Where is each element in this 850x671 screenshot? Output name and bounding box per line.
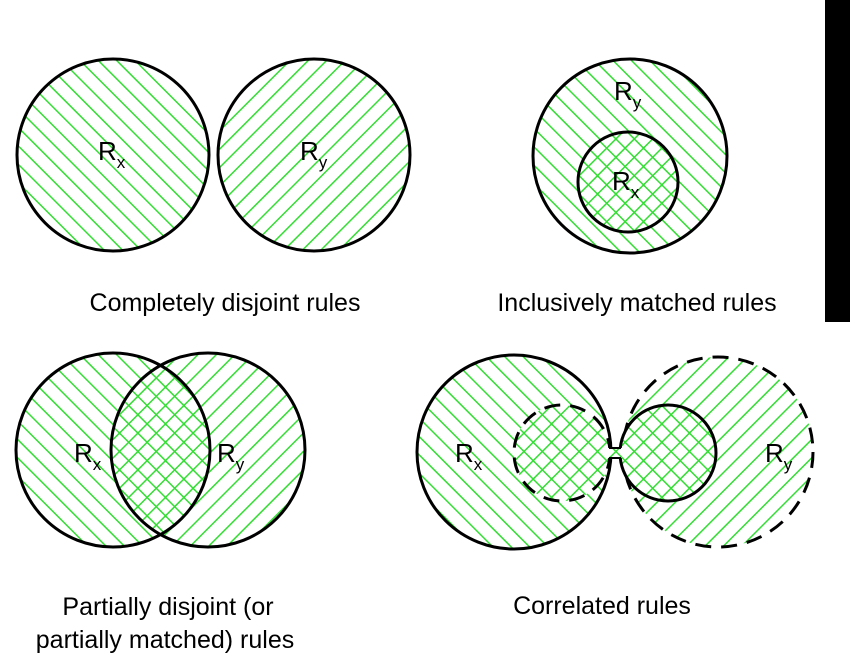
side-bar — [825, 0, 850, 322]
panel-correlated: Rx Ry Correlated rules — [415, 353, 815, 620]
panel-partially-disjoint: Rx Ry Partially disjoint (or partially m… — [14, 351, 307, 654]
caption-line-1: Partially disjoint (or — [62, 593, 273, 621]
rule-y-circle — [216, 57, 412, 253]
rule-y-correlated-subset — [618, 403, 718, 503]
rule-x-circle — [576, 130, 680, 234]
ry-label: Ry — [217, 438, 245, 474]
rx-label: Rx — [74, 438, 102, 474]
ry-label: Ry — [614, 76, 642, 112]
rule-x-circle — [14, 351, 212, 549]
rx-label: Rx — [455, 438, 483, 474]
rule-x-correlated-subset — [512, 403, 612, 503]
caption: Inclusively matched rules — [497, 289, 776, 317]
rule-x-circle — [15, 57, 211, 253]
rule-y-circle — [109, 351, 307, 549]
rx-label: Rx — [98, 136, 126, 172]
caption-line-2: partially matched) rules — [36, 626, 294, 654]
correlation-bridge — [607, 448, 624, 458]
ry-label: Ry — [765, 438, 793, 474]
overlap-region — [111, 353, 210, 547]
caption: Completely disjoint rules — [90, 289, 361, 317]
ry-label: Ry — [300, 136, 328, 172]
panel-completely-disjoint: Rx Ry Completely disjoint rules — [15, 57, 412, 317]
panel-inclusively-matched: Ry Rx Inclusively matched rules — [497, 57, 777, 317]
caption: Correlated rules — [513, 592, 691, 620]
rx-label: Rx — [612, 166, 640, 202]
